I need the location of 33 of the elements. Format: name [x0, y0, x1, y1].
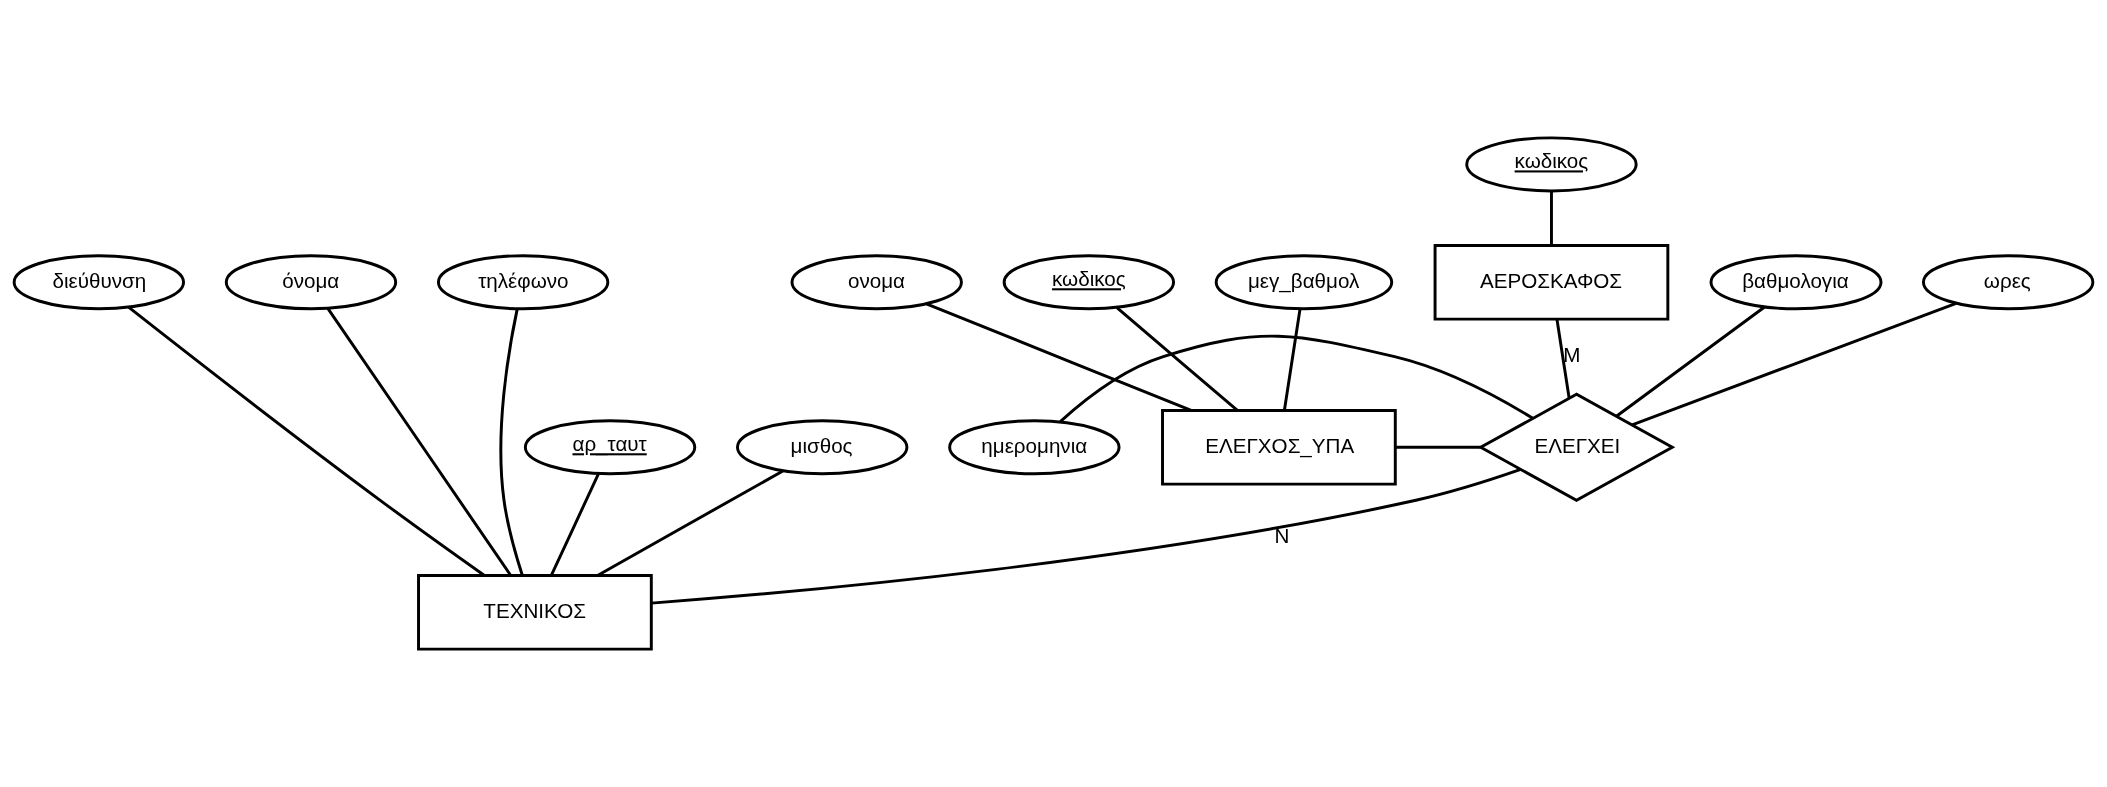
node-ellipse: μισθος — [736, 419, 909, 476]
connector — [1282, 308, 1302, 411]
connector — [1395, 445, 1481, 449]
connector — [1631, 301, 1957, 427]
connector — [651, 468, 1522, 605]
connector — [597, 469, 784, 577]
connector — [1549, 191, 1553, 246]
node-ellipse: ωρες — [1921, 254, 2095, 311]
node-ellipse: κωδικος — [1002, 254, 1176, 311]
connector — [127, 306, 486, 577]
edge-label: N — [1274, 524, 1290, 548]
node-ellipse: όνομα — [224, 254, 398, 311]
node-ellipse: μεγ_βαθμολ — [1214, 254, 1394, 311]
connector — [1555, 319, 1571, 399]
node-ellipse: διεύθυνση — [12, 254, 186, 311]
node-ellipse: τηλέφωνο — [436, 254, 610, 311]
node-diamond: ΕΛΕΓΧΕΙ — [1477, 392, 1676, 502]
connector — [1615, 305, 1766, 418]
node-ellipse: αρ_ταυτ — [523, 419, 697, 476]
connector — [1115, 306, 1239, 412]
connector — [326, 307, 512, 577]
node-box: ΕΛΕΓΧΟΣ_ΥΠΑ — [1161, 408, 1397, 486]
connector — [1059, 334, 1534, 423]
node-ellipse: ονομα — [790, 254, 963, 311]
node-ellipse: ημερομηνια — [948, 419, 1121, 476]
connector — [550, 473, 600, 577]
node-ellipse: κωδικος — [1465, 136, 1638, 193]
node-box: ΤΕΧΝΙΚΟΣ — [417, 573, 653, 651]
connector — [925, 302, 1192, 412]
node-ellipse: βαθμολογια — [1709, 254, 1883, 311]
connector — [499, 308, 524, 576]
node-box: ΑΕΡΟΣΚΑΦΟΣ — [1433, 243, 1670, 321]
edge-label: M — [1563, 343, 1581, 367]
